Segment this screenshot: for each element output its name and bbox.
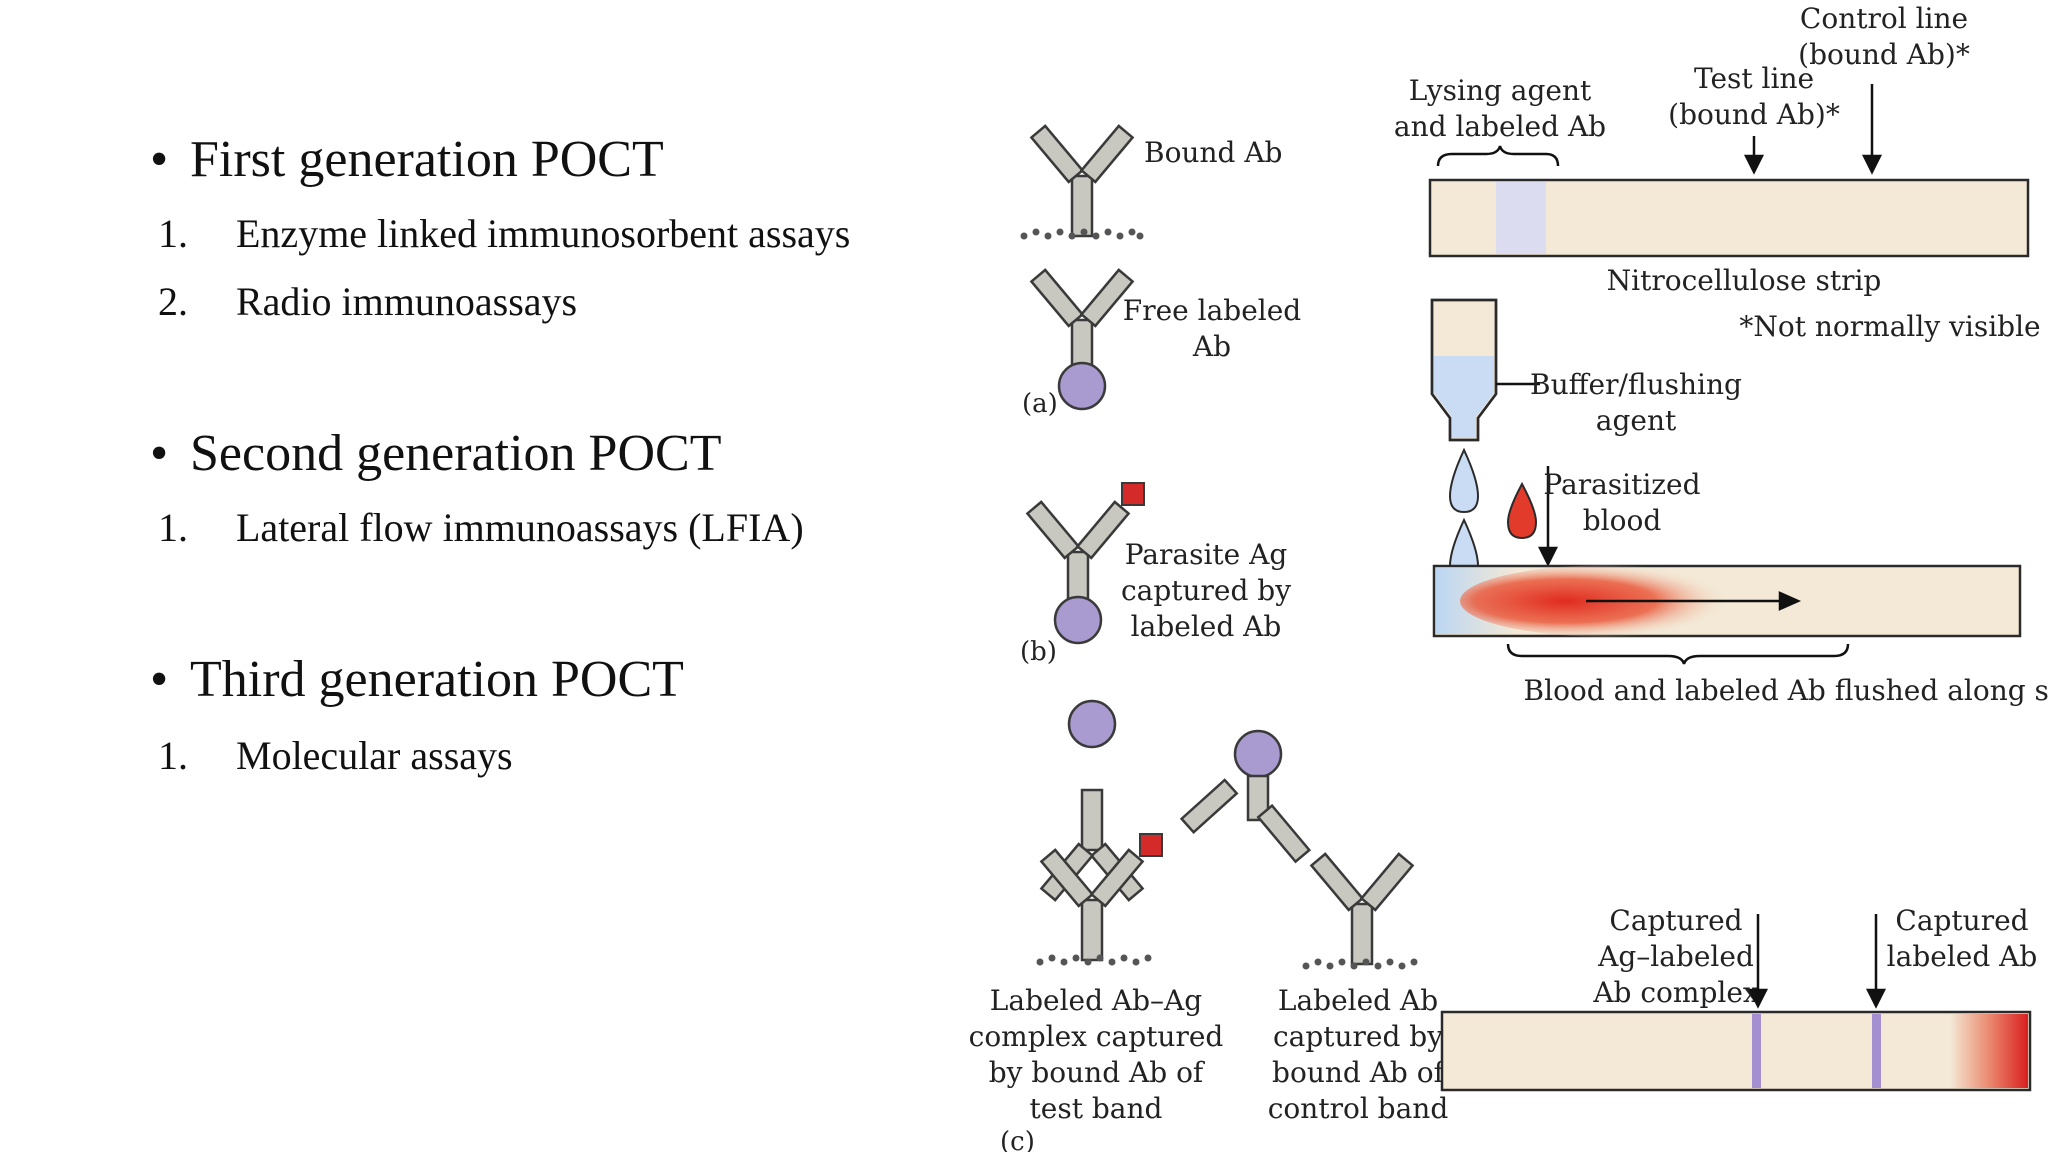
under-brace-icon	[1506, 642, 1702, 664]
label-complex: test band	[1030, 1092, 1163, 1125]
panel-label-a: (a)	[1022, 389, 1058, 419]
brace-flush-icon	[1506, 642, 1700, 664]
brace-underline-icon	[1506, 644, 1700, 662]
label-lysing: Lysing agent	[1409, 74, 1592, 107]
label-complex: by bound Ab of	[989, 1056, 1206, 1089]
label-flushed: Blood and labeled Ab flushed along strip	[1524, 674, 2048, 707]
label-control-line: (bound Ab)*	[1798, 38, 1970, 71]
test-band	[1752, 1014, 1761, 1088]
label-test-line: Test line	[1694, 62, 1814, 95]
label-not-visible: *Not normally visible	[1739, 310, 2040, 343]
curly-brace-icon	[1508, 644, 1700, 662]
parasite-antigen-antibody-icon	[1026, 482, 1145, 645]
ab-ag-complex-icon	[1036, 699, 1163, 966]
nitrocellulose-strip-bottom	[1440, 1010, 2032, 1092]
label-free-labeled-ab: Ab	[1192, 330, 1231, 363]
label-parasitized: Parasitized	[1543, 468, 1700, 501]
arrow-captured-ag-icon	[1747, 914, 1769, 1009]
panel-label-c: (c)	[1000, 1127, 1035, 1152]
brace-strip-icon	[1506, 642, 1700, 664]
free-labeled-antibody-icon	[1030, 268, 1134, 411]
section-title-first: •First generation POCT	[150, 131, 664, 188]
label-parasite-ag: Parasite Ag	[1125, 538, 1288, 571]
arrow-control-line-icon	[1861, 84, 1883, 175]
bullet-icon: •	[150, 651, 169, 708]
brace-main-icon	[1508, 644, 1700, 664]
label-control-capture: control band	[1268, 1092, 1449, 1125]
control-capture-icon	[1179, 729, 1418, 970]
label-bound-ab: Bound Ab	[1144, 136, 1282, 169]
label-captured-ag: Ab complex	[1592, 976, 1759, 1009]
brace-lysing-icon	[1436, 145, 1560, 167]
label-captured-ag: Ag–labeled	[1597, 940, 1754, 973]
flow-bracket-icon	[1508, 644, 1698, 664]
label-nitrocellulose: Nitrocellulose strip	[1607, 264, 1882, 297]
arrow-test-line-icon	[1743, 136, 1765, 175]
arrow-captured-labeled-icon	[1865, 914, 1887, 1009]
sink-pad	[1950, 1014, 2028, 1088]
brace-flow-icon	[1508, 644, 1698, 662]
brace-flushed-icon	[1508, 642, 1688, 662]
brace-blood-flush-icon	[1508, 644, 1700, 664]
label-parasite-ag: labeled Ab	[1131, 610, 1282, 643]
brace-icon	[1508, 644, 1700, 664]
buffer-bottle-icon	[1430, 298, 1540, 584]
label-parasitized: blood	[1583, 504, 1662, 537]
bullet-icon: •	[150, 131, 169, 188]
label-captured-labeled: labeled Ab	[1887, 940, 2038, 973]
label-buffer: agent	[1596, 404, 1677, 437]
label-complex: complex captured	[969, 1020, 1224, 1053]
lysing-pad	[1496, 182, 1546, 254]
panel-label-b: (b)	[1020, 637, 1057, 667]
arrow-flow-icon	[1586, 591, 1802, 611]
label-buffer: Buffer/flushing	[1530, 368, 1742, 401]
section-title-third: •Third generation POCT	[150, 651, 684, 708]
label-captured-labeled: Captured	[1895, 904, 2028, 937]
label-test-line: (bound Ab)*	[1668, 98, 1840, 131]
brace-under-strip-icon	[1508, 644, 1700, 664]
blood-drop-icon	[1506, 481, 1538, 540]
label-complex: Labeled Ab–Ag	[990, 984, 1202, 1017]
list-item: 1.Enzyme linked immunosorbent assays	[158, 211, 851, 256]
brace-flushed-strip-icon	[1508, 644, 1700, 664]
list-item: 1.Lateral flow immunoassays (LFIA)	[158, 505, 804, 550]
text-column: •First generation POCT 1.Enzyme linked i…	[0, 0, 1000, 1152]
brace-visible-icon	[1506, 643, 1850, 665]
label-control-capture: Labeled Ab	[1278, 984, 1438, 1017]
label-captured-ag: Captured	[1609, 904, 1742, 937]
list-item: 2.Radio immunoassays	[158, 279, 578, 324]
list-item: 1.Molecular assays	[158, 733, 513, 778]
section-title-second: •Second generation POCT	[150, 425, 722, 482]
label-lysing: and labeled Ab	[1394, 110, 1606, 143]
label-control-capture: captured by	[1273, 1020, 1443, 1053]
label-free-labeled-ab: Free labeled	[1123, 294, 1302, 327]
flush-brace-icon	[1506, 642, 1700, 664]
arrow-blood-icon	[1537, 466, 1559, 567]
bound-antibody-icon	[1020, 124, 1144, 240]
label-control-line: Control line	[1800, 2, 1968, 35]
control-band	[1872, 1014, 1881, 1088]
bullet-icon: •	[150, 425, 169, 482]
bracket-icon	[1508, 644, 1698, 664]
label-control-capture: bound Ab of	[1272, 1056, 1447, 1089]
brace-flow-strip-icon	[1508, 644, 1700, 664]
label-parasite-ag: captured by	[1121, 574, 1291, 607]
